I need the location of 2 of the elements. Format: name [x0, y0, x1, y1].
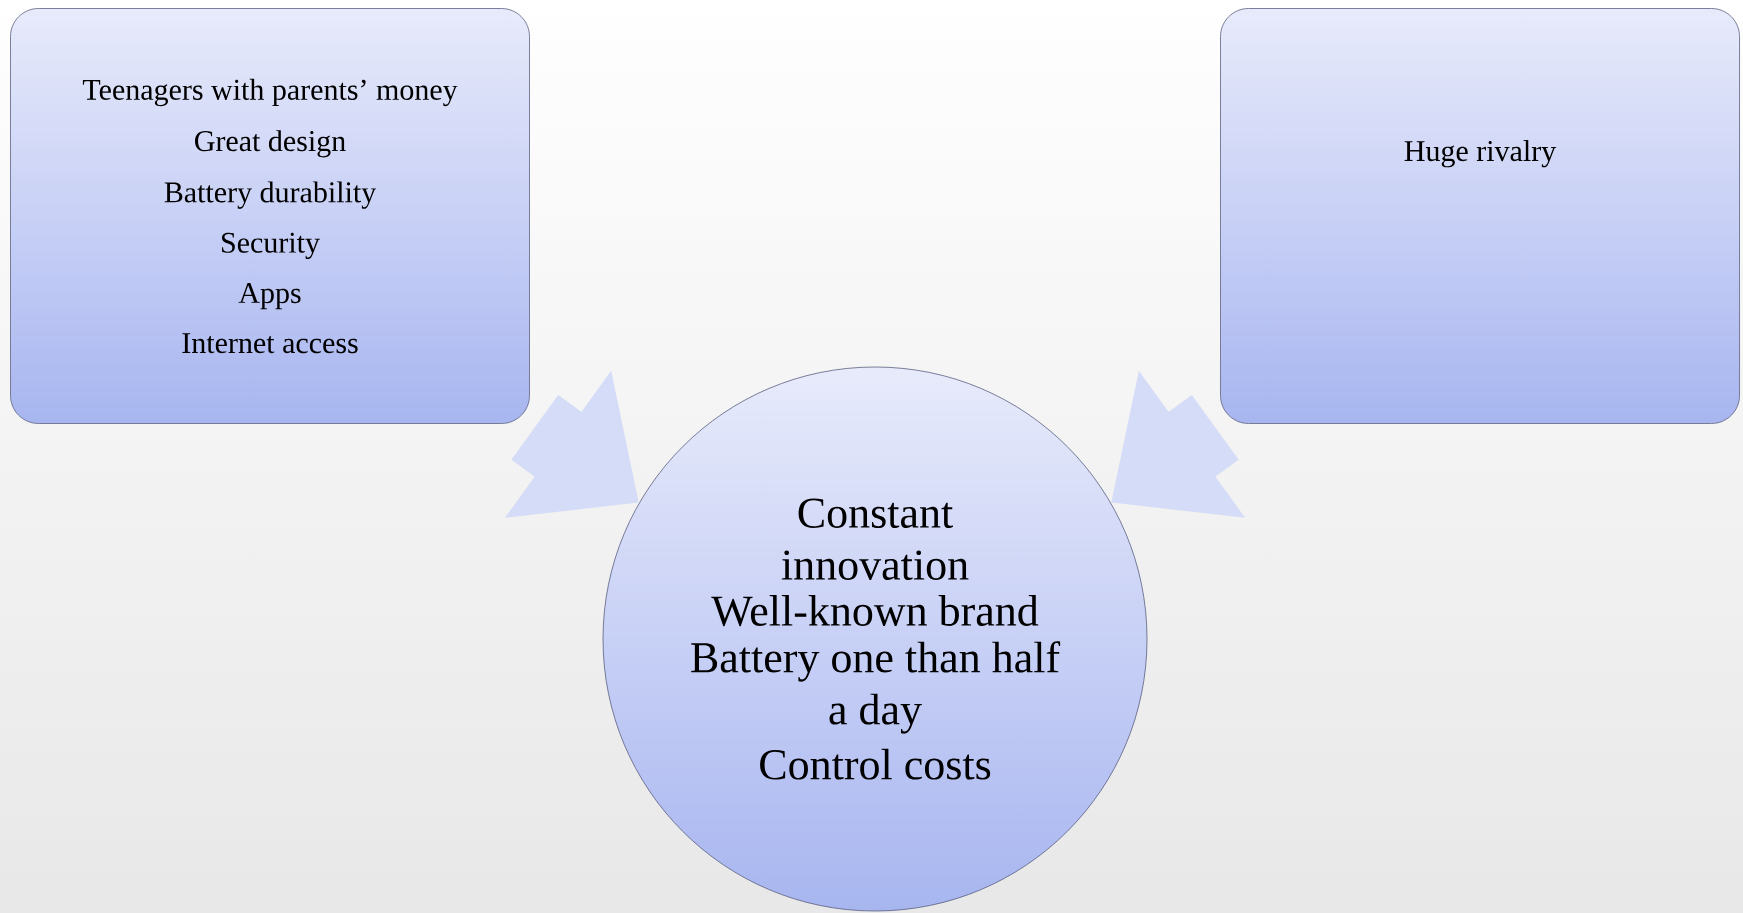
rounded-box: Teenagers with parents’ money Great design Battery durability Security Apps Internet access: [10, 8, 530, 424]
rounded-box: Huge rivalry: [1220, 8, 1740, 424]
